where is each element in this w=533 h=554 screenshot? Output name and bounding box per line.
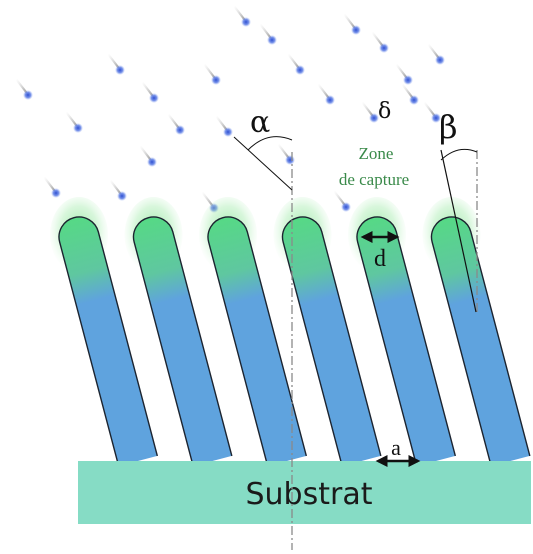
atom-trail [106, 52, 120, 69]
atom-trail [342, 12, 356, 29]
atom-trail [214, 114, 228, 131]
beta-arc [440, 148, 478, 161]
atom-trail [316, 82, 330, 99]
capture-zone-label-line1: Zone [359, 144, 394, 163]
atom-trail [276, 142, 290, 159]
incoming-atom [175, 125, 185, 135]
nanowire-body [132, 216, 233, 467]
nanowire [430, 216, 531, 467]
nanowire-body [207, 216, 308, 467]
nanowire-body [430, 216, 531, 467]
incoming-atom [435, 55, 445, 65]
nanowire [356, 216, 457, 467]
atom-trail [400, 82, 414, 99]
atom-trail [64, 110, 78, 127]
atom-trail [14, 77, 28, 94]
atom-trail [140, 80, 154, 97]
atom-trail [426, 42, 440, 59]
incoming-atom [285, 155, 295, 165]
nanowire [132, 216, 233, 467]
incoming-atom [379, 43, 389, 53]
alpha-incidence-line [233, 136, 293, 191]
alpha-arc [247, 136, 293, 151]
capture-zone-label-line2: de capture [339, 170, 409, 189]
alpha-label: α [250, 105, 270, 140]
beta-label: β [439, 108, 458, 146]
atom-trail [286, 52, 300, 69]
nanowire-body [356, 216, 457, 467]
incoming-atom [241, 17, 251, 27]
incoming-atom [351, 25, 361, 35]
atom-trail [200, 190, 214, 207]
delta-label: δ [378, 99, 391, 124]
nanowire [281, 216, 382, 467]
nanowire [207, 216, 308, 467]
nanowire-body [58, 216, 159, 467]
incoming-atom [223, 127, 233, 137]
beta-wire-axis [440, 149, 477, 313]
incoming-atom [295, 65, 305, 75]
incoming-atom [115, 65, 125, 75]
atom-trail [108, 178, 122, 195]
incoming-atom [369, 113, 379, 123]
incoming-atoms [14, 4, 445, 213]
incoming-atom [147, 157, 157, 167]
incoming-atom [325, 95, 335, 105]
atom-trail [394, 62, 408, 79]
incoming-atom [51, 188, 61, 198]
atom-trail [258, 22, 272, 39]
incoming-atom [403, 75, 413, 85]
incoming-atom [117, 191, 127, 201]
incoming-atom [73, 123, 83, 133]
atom-trail [166, 112, 180, 129]
incoming-atom [267, 35, 277, 45]
substrate-label: Substrat [246, 477, 373, 512]
nanowire-body [281, 216, 382, 467]
atom-trail [202, 62, 216, 79]
atom-trail [422, 100, 436, 117]
incoming-atom [149, 93, 159, 103]
atom-trail [360, 100, 374, 117]
nanowire [58, 216, 159, 467]
atom-trail [232, 4, 246, 21]
diameter-label: d [374, 246, 386, 272]
atom-trail [370, 30, 384, 47]
nanowires [50, 197, 531, 467]
incoming-atom [341, 202, 351, 212]
atom-trail [332, 189, 346, 206]
incoming-atom [431, 113, 441, 123]
incoming-atom [211, 75, 221, 85]
incoming-atom [409, 95, 419, 105]
atom-trail [138, 144, 152, 161]
atom-trail [42, 175, 56, 192]
spacing-label: a [391, 435, 401, 460]
substrate-block [78, 461, 531, 524]
incoming-atom [23, 90, 33, 100]
